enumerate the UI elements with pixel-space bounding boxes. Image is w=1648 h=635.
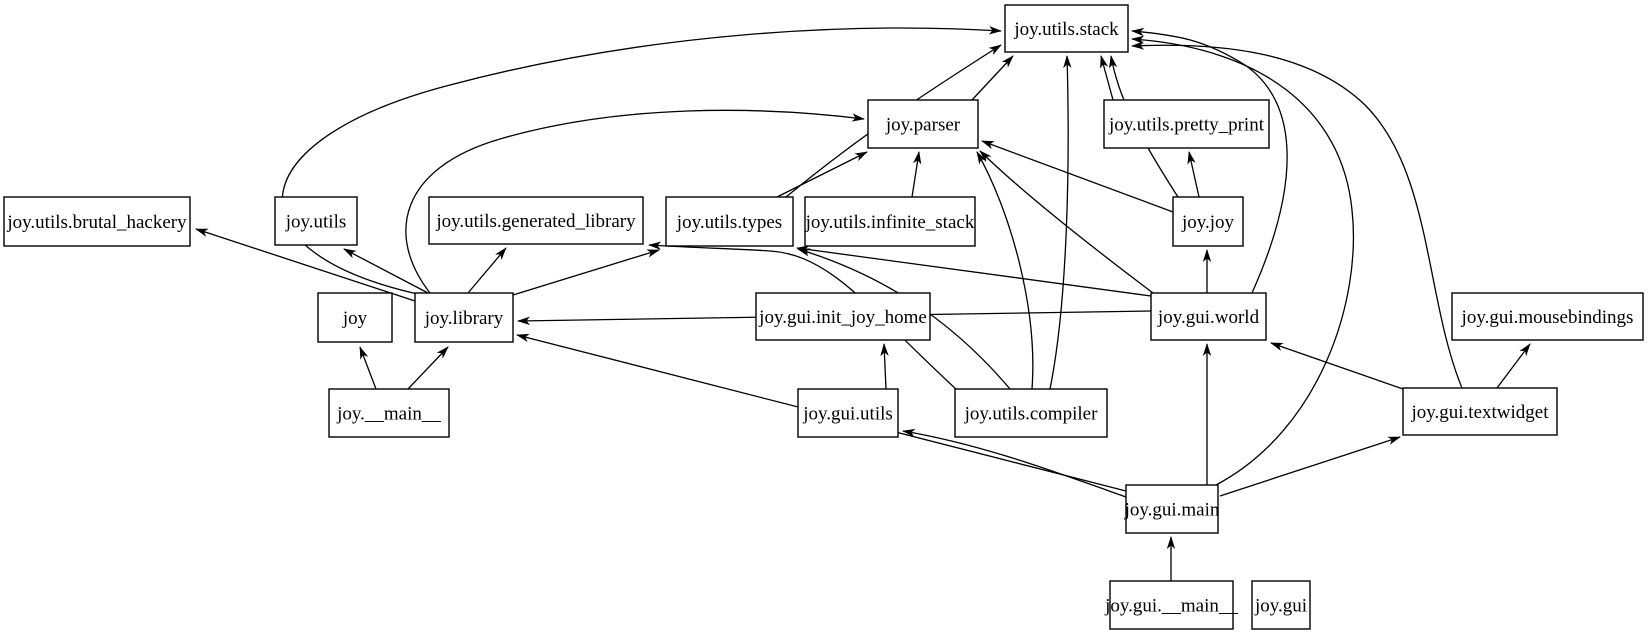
graph-node-box xyxy=(1103,99,1270,149)
graph-node-joy.utils.brutal_hackery: joy.utils.brutal_hackery xyxy=(3,196,191,247)
graph-node-box xyxy=(1251,580,1311,630)
dependency-edge-joy.__main__-to-joy xyxy=(359,346,377,390)
graph-node-joy.utils.compiler: joy.utils.compiler xyxy=(954,388,1108,438)
dependency-edge-joy.gui.textwidget-to-joy.utils.stack xyxy=(1131,41,1463,389)
graph-node-label: joy.joy xyxy=(1181,212,1235,233)
dependency-edge-joy.utils.types-to-joy.parser xyxy=(776,151,868,198)
graph-node-label: joy.utils.generated_library xyxy=(435,211,636,232)
graph-node-joy.gui.world: joy.gui.world xyxy=(1150,292,1267,341)
graph-node-joy.gui.main: joy.gui.main xyxy=(1124,484,1220,534)
dependency-edge-joy.library-to-joy.utils.types xyxy=(512,249,660,296)
dependency-edge-joy.utils.compiler-to-joy.utils.stack xyxy=(1049,55,1072,390)
graph-node-box xyxy=(797,388,899,438)
graph-node-joy.utils.types: joy.utils.types xyxy=(665,196,794,247)
graph-node-box xyxy=(804,196,976,247)
graph-node-joy.utils: joy.utils xyxy=(274,196,358,246)
dependency-edge-joy.__main__-to-joy.library xyxy=(407,346,449,390)
graph-node-joy.utils.generated_library: joy.utils.generated_library xyxy=(428,196,644,245)
dependency-edge-joy.gui.textwidget-to-joy.gui.world xyxy=(1270,342,1404,390)
graph-node-box xyxy=(867,99,979,149)
graph-node-joy.gui.mousebindings: joy.gui.mousebindings xyxy=(1451,292,1644,341)
graph-node-label: joy.gui.world xyxy=(1157,307,1260,328)
graph-node-label: joy.gui xyxy=(1254,596,1307,617)
graph-node-label: joy xyxy=(342,308,368,329)
dependency-edge-joy.utils.pretty_print-to-joy.utils.stack xyxy=(1100,55,1114,101)
graph-node-label: joy.__main__ xyxy=(336,404,441,425)
graph-node-joy.parser: joy.parser xyxy=(867,99,979,149)
graph-node-label: joy.utils.infinite_stack xyxy=(805,212,975,233)
graph-node-box xyxy=(1150,292,1267,341)
graph-node-joy.__main__: joy.__main__ xyxy=(328,388,450,438)
graph-node-joy.joy: joy.joy xyxy=(1172,196,1244,247)
graph-node-label: joy.utils xyxy=(285,212,347,233)
graph-node-box xyxy=(665,196,794,247)
graph-node-joy.gui.utils: joy.gui.utils xyxy=(797,388,899,438)
graph-node-box xyxy=(755,292,931,341)
graph-node-label: joy.gui.__main__ xyxy=(1104,596,1238,617)
dependency-edge-joy.joy-to-joy.parser xyxy=(981,140,1174,213)
graph-node-label: joy.utils.compiler xyxy=(964,404,1098,425)
graph-node-joy.gui.textwidget: joy.gui.textwidget xyxy=(1402,387,1558,436)
dependency-edge-joy.utils.infinite_stack-to-joy.parser xyxy=(911,151,922,198)
graph-node-joy.gui.__main__: joy.gui.__main__ xyxy=(1104,580,1238,630)
graph-node-label: joy.library xyxy=(424,308,504,329)
graph-node-label: joy.gui.mousebindings xyxy=(1461,307,1634,328)
graph-node-joy: joy xyxy=(317,292,393,343)
graph-node-label: joy.gui.init_joy_home xyxy=(758,307,927,328)
graph-node-label: joy.gui.textwidget xyxy=(1410,402,1549,423)
graph-node-joy.gui: joy.gui xyxy=(1251,580,1311,630)
graph-node-joy.utils.infinite_stack: joy.utils.infinite_stack xyxy=(804,196,976,247)
graph-node-box xyxy=(1402,387,1558,436)
graph-node-box xyxy=(1172,196,1244,247)
dependency-edge-joy.gui.world-to-joy.utils.types xyxy=(796,245,1152,297)
graph-node-label: joy.parser xyxy=(885,115,961,136)
dependency-edge-joy.gui.world-to-joy.utils.stack xyxy=(1131,27,1288,294)
dependency-edge-joy.gui.textwidget-to-joy.gui.mousebindings xyxy=(1496,343,1531,389)
graph-node-box xyxy=(1125,484,1219,534)
graph-node-joy.utils.stack: joy.utils.stack xyxy=(1004,4,1129,53)
graph-node-box xyxy=(328,388,450,438)
graph-node-box xyxy=(1451,292,1644,341)
dependency-edge-joy.utils.compiler-to-joy.parser xyxy=(976,151,1034,390)
graph-node-label: joy.gui.utils xyxy=(802,404,893,425)
graph-node-box xyxy=(1109,580,1234,630)
graph-node-box xyxy=(3,196,191,247)
dependency-edge-joy.gui.world-to-joy.parser xyxy=(979,150,1154,294)
dependency-edge-joy.gui.main-to-joy.utils.stack xyxy=(1131,35,1355,486)
dependency-edge-joy.library-to-joy.utils.generated_library xyxy=(467,247,507,294)
dependency-edge-joy.parser-to-joy.utils.stack xyxy=(971,55,1014,101)
graph-node-label: joy.utils.brutal_hackery xyxy=(6,212,187,233)
graph-node-label: joy.utils.pretty_print xyxy=(1108,115,1265,136)
graph-node-box xyxy=(954,388,1108,438)
dependency-edge-joy.library-to-joy.utils xyxy=(343,248,429,294)
graph-node-joy.library: joy.library xyxy=(414,292,514,343)
graph-node-box xyxy=(274,196,358,246)
graph-node-box xyxy=(1004,4,1129,53)
dependency-edge-joy.gui.main-to-joy.gui.utils xyxy=(902,428,1127,498)
dependency-edge-joy.library-to-joy.parser xyxy=(405,109,865,294)
dependency-edge-joy.joy-to-joy.utils.pretty_print xyxy=(1187,151,1200,198)
graph-node-box xyxy=(317,292,393,343)
graph-node-joy.utils.pretty_print: joy.utils.pretty_print xyxy=(1103,99,1270,149)
graph-node-label: joy.utils.types xyxy=(676,212,782,233)
graph-node-label: joy.gui.main xyxy=(1124,500,1220,521)
dependency-edge-joy.gui.main-to-joy.gui.textwidget xyxy=(1219,436,1401,497)
dependency-edge-joy.library-to-joy.utils.brutal_hackery xyxy=(195,228,416,302)
dependency-edge-joy.gui.utils-to-joy.gui.init_joy_home xyxy=(880,343,889,390)
graph-node-box xyxy=(428,196,644,245)
graph-node-joy.gui.init_joy_home: joy.gui.init_joy_home xyxy=(755,292,931,341)
graph-node-label: joy.utils.stack xyxy=(1013,19,1119,40)
graph-node-box xyxy=(414,292,514,343)
